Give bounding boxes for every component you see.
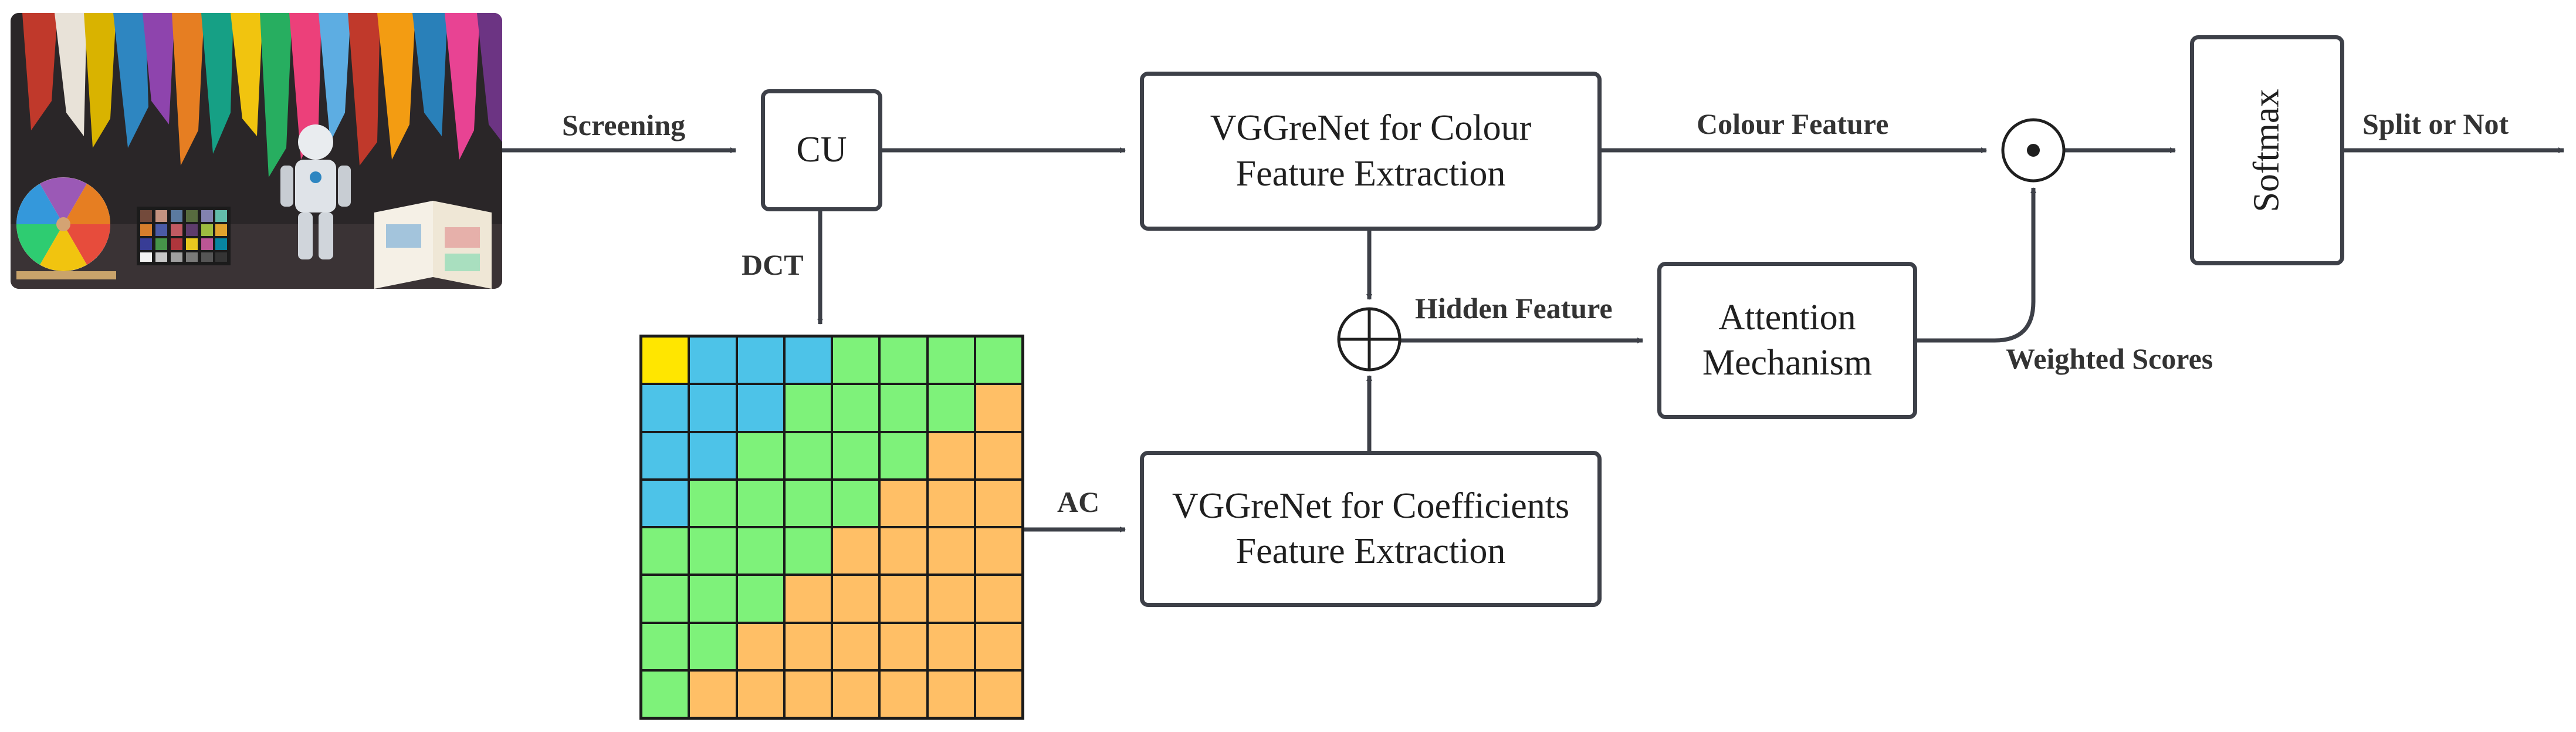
dct-cell bbox=[689, 431, 737, 480]
dct-cell bbox=[784, 527, 832, 575]
video-frame-thumbnail bbox=[11, 13, 502, 289]
attention-mechanism-node: Attention Mechanism bbox=[1657, 262, 1917, 419]
dct-cell bbox=[927, 622, 975, 670]
dct-cell bbox=[641, 527, 689, 575]
dct-cell bbox=[641, 670, 689, 718]
edge-weighted-scores bbox=[1917, 187, 2036, 343]
dct-cell bbox=[689, 670, 737, 718]
dct-cell bbox=[974, 527, 1023, 575]
dct-cell bbox=[974, 479, 1023, 527]
dct-cell bbox=[879, 336, 928, 384]
dct-cell bbox=[879, 431, 928, 480]
colour-feature-extraction-label: VGGreNet for Colour Feature Extraction bbox=[1210, 108, 1532, 194]
colour-feature-extraction-node: VGGreNet for Colour Feature Extraction bbox=[1140, 72, 1602, 231]
dct-cell bbox=[832, 622, 880, 670]
dct-label: DCT bbox=[742, 248, 804, 281]
dct-cell bbox=[784, 336, 832, 384]
dct-cell bbox=[736, 336, 784, 384]
dct-cell bbox=[641, 384, 689, 432]
dct-cell bbox=[689, 527, 737, 575]
softmax-node: Softmax bbox=[2190, 35, 2344, 265]
dct-cell bbox=[879, 384, 928, 432]
dct-cell bbox=[641, 575, 689, 623]
dct-cell bbox=[927, 527, 975, 575]
dct-cell bbox=[736, 431, 784, 480]
dct-cell bbox=[927, 336, 975, 384]
dct-cell bbox=[879, 479, 928, 527]
attention-mechanism-label: Attention Mechanism bbox=[1702, 297, 1873, 383]
dct-cell bbox=[927, 431, 975, 480]
coefficients-feature-extraction-label: VGGreNet for Coefficients Feature Extrac… bbox=[1172, 485, 1570, 572]
colour-feature-label: Colour Feature bbox=[1697, 107, 1889, 140]
dct-cell bbox=[641, 479, 689, 527]
dct-cell bbox=[641, 622, 689, 670]
dct-cell bbox=[689, 336, 737, 384]
hidden-feature-label: Hidden Feature bbox=[1415, 292, 1613, 325]
dct-cell bbox=[736, 575, 784, 623]
dct-cell bbox=[974, 622, 1023, 670]
dct-cell bbox=[832, 431, 880, 480]
dct-coefficient-grid bbox=[639, 335, 1024, 720]
dct-cell bbox=[927, 575, 975, 623]
dct-cell bbox=[832, 384, 880, 432]
dct-cell bbox=[641, 336, 689, 384]
dct-cell bbox=[832, 479, 880, 527]
dct-cell bbox=[974, 575, 1023, 623]
sum-operator bbox=[1337, 307, 1402, 372]
softmax-label: Softmax bbox=[2246, 88, 2287, 212]
product-operator bbox=[2001, 118, 2066, 183]
dct-cell bbox=[927, 479, 975, 527]
dct-cell bbox=[784, 622, 832, 670]
weighted-scores-label: Weighted Scores bbox=[2006, 342, 2213, 375]
dct-cell bbox=[736, 670, 784, 718]
dct-cell bbox=[974, 670, 1023, 718]
dct-cell bbox=[641, 431, 689, 480]
ac-label: AC bbox=[1057, 485, 1100, 518]
input-frame-image bbox=[11, 13, 502, 289]
coefficients-feature-extraction-node: VGGreNet for Coefficients Feature Extrac… bbox=[1140, 451, 1602, 607]
dct-cell bbox=[879, 527, 928, 575]
dct-cell bbox=[736, 479, 784, 527]
dct-cell bbox=[736, 527, 784, 575]
dct-cell bbox=[832, 670, 880, 718]
dct-cell bbox=[974, 431, 1023, 480]
dct-cell bbox=[736, 622, 784, 670]
dct-cell bbox=[689, 384, 737, 432]
dct-cell bbox=[927, 384, 975, 432]
dct-cell bbox=[784, 575, 832, 623]
cu-label: CU bbox=[796, 130, 847, 170]
split-or-not-label: Split or Not bbox=[2362, 107, 2509, 140]
dct-cell bbox=[879, 670, 928, 718]
cu-node: CU bbox=[761, 89, 882, 211]
dct-cell bbox=[879, 575, 928, 623]
dct-cell bbox=[832, 575, 880, 623]
dct-cell bbox=[974, 336, 1023, 384]
dct-cell bbox=[832, 336, 880, 384]
dct-cell bbox=[879, 622, 928, 670]
dct-cell bbox=[927, 670, 975, 718]
dct-cell bbox=[689, 575, 737, 623]
dct-cell bbox=[784, 670, 832, 718]
dct-cell bbox=[974, 384, 1023, 432]
dct-cell bbox=[736, 384, 784, 432]
dct-cell bbox=[784, 479, 832, 527]
dct-cell bbox=[832, 527, 880, 575]
dct-cell bbox=[689, 622, 737, 670]
dct-cell bbox=[689, 479, 737, 527]
dct-cell bbox=[784, 384, 832, 432]
dct-cell bbox=[784, 431, 832, 480]
screening-label: Screening bbox=[562, 109, 686, 141]
